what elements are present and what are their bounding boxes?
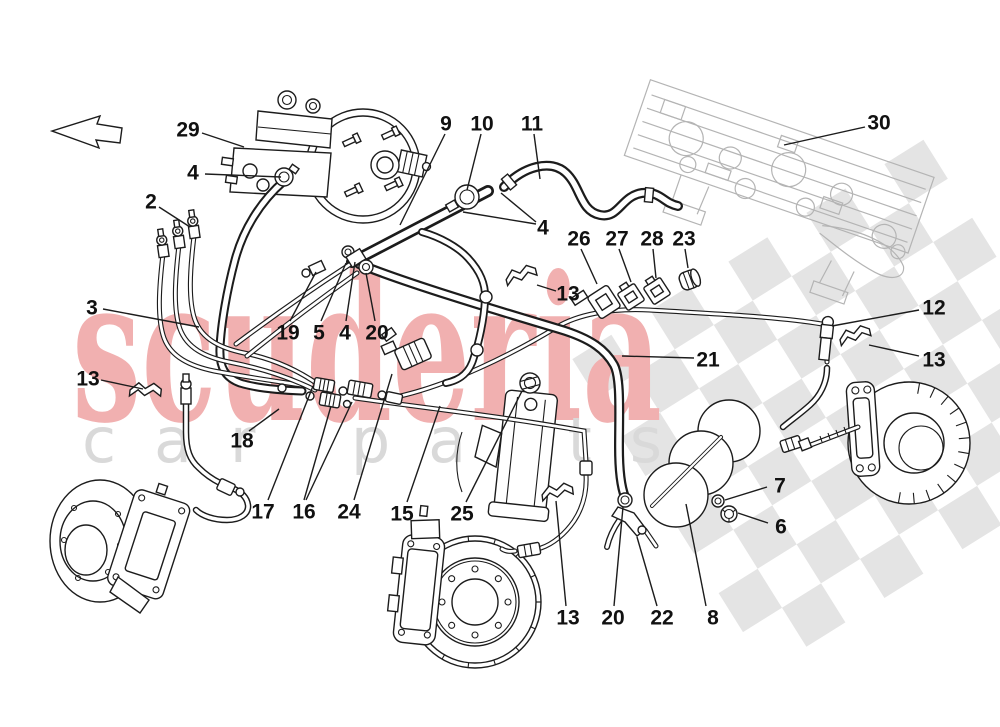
- callout-leader-line: [289, 271, 317, 322]
- part-callout-16: 16: [292, 501, 315, 524]
- part-callout-19: 19: [276, 322, 299, 345]
- part-callout-9: 9: [440, 113, 452, 136]
- callout-leader-line: [621, 355, 695, 359]
- callout-leader-line: [737, 512, 769, 524]
- callout-leader-line: [555, 500, 567, 607]
- part-callout-2: 2: [145, 191, 157, 214]
- callout-leader-line: [724, 486, 768, 501]
- callout-leader-line: [353, 373, 393, 501]
- part-callout-17: 17: [251, 501, 274, 524]
- rear-right-brake-disc-drawing: [845, 381, 971, 505]
- callout-leader-line: [652, 248, 657, 279]
- center-brake-disc-drawing: [386, 504, 542, 669]
- callout-leader-line: [267, 385, 314, 501]
- callout-leader-line: [618, 248, 632, 283]
- callout-leader-line: [500, 192, 537, 223]
- callout-leader-line: [636, 536, 658, 607]
- part-callout-27: 27: [605, 228, 628, 251]
- sphere-rod-drawing: [650, 435, 723, 508]
- part-callout-13: 13: [922, 349, 945, 372]
- part-callout-5: 5: [313, 322, 325, 345]
- callout-leader-line: [533, 133, 541, 180]
- part-callout-7: 7: [774, 475, 786, 498]
- part-callout-18: 18: [230, 430, 254, 453]
- part-callout-10: 10: [470, 113, 493, 136]
- part-callout-23: 23: [672, 228, 695, 251]
- part-callout-6: 6: [775, 516, 787, 539]
- part-callout-22: 22: [650, 607, 673, 630]
- callout-leader-line: [406, 405, 441, 503]
- part-callout-20: 20: [601, 607, 624, 630]
- callout-leader-line: [305, 401, 353, 501]
- callout-leader-line: [684, 248, 689, 269]
- part-callout-8: 8: [707, 607, 719, 630]
- callout-leader-line: [466, 133, 482, 191]
- callout-leader-line: [365, 272, 376, 322]
- callout-leader-line: [783, 126, 866, 146]
- part-callout-29: 29: [176, 119, 199, 142]
- engine-block-drawing: [623, 78, 935, 305]
- callout-leader-line: [868, 344, 920, 357]
- callout-leader-line: [465, 390, 523, 503]
- direction-arrow-icon: [49, 114, 123, 150]
- part-callout-25: 25: [450, 503, 474, 526]
- callout-leader-line: [204, 173, 282, 178]
- part-callout-4: 4: [537, 217, 549, 240]
- callout-leader-line: [685, 503, 707, 607]
- callout-leader-line: [303, 405, 332, 501]
- part-callout-20: 20: [365, 322, 388, 345]
- part-callout-28: 28: [640, 228, 664, 251]
- callout-leader-line: [201, 132, 245, 148]
- callout-leader-line: [100, 379, 144, 390]
- callout-leader-line: [536, 284, 557, 292]
- fittings-hardware-drawing: [128, 163, 872, 559]
- callout-leader-line: [320, 262, 347, 322]
- part-callout-21: 21: [696, 349, 720, 372]
- part-callout-4: 4: [339, 322, 351, 345]
- callout-leader-line: [345, 261, 356, 322]
- callout-leader-line: [158, 206, 191, 228]
- part-callout-13: 13: [556, 607, 579, 630]
- front-left-brake-drawing: [49, 479, 191, 614]
- callout-leader-line: [248, 408, 280, 432]
- part-callout-15: 15: [390, 503, 414, 526]
- brake-booster-drawing: [305, 108, 432, 224]
- callout-leader-line: [580, 248, 598, 285]
- part-callout-26: 26: [567, 228, 590, 251]
- part-callout-12: 12: [922, 297, 945, 320]
- callout-leader-line: [462, 211, 537, 225]
- part-callout-11: 11: [521, 113, 544, 136]
- part-callout-3: 3: [86, 297, 98, 320]
- brake-lines-drawing: [156, 160, 861, 554]
- callout-leader-line: [399, 133, 446, 226]
- part-callout-24: 24: [337, 501, 361, 524]
- part-callout-13: 13: [556, 283, 579, 306]
- callout-leader-line: [102, 308, 200, 328]
- part-callout-13: 13: [76, 368, 99, 391]
- part-callout-30: 30: [867, 112, 890, 135]
- callout-leader-line: [613, 506, 624, 607]
- callout-leader-line: [831, 309, 920, 327]
- part-callout-4: 4: [187, 162, 199, 185]
